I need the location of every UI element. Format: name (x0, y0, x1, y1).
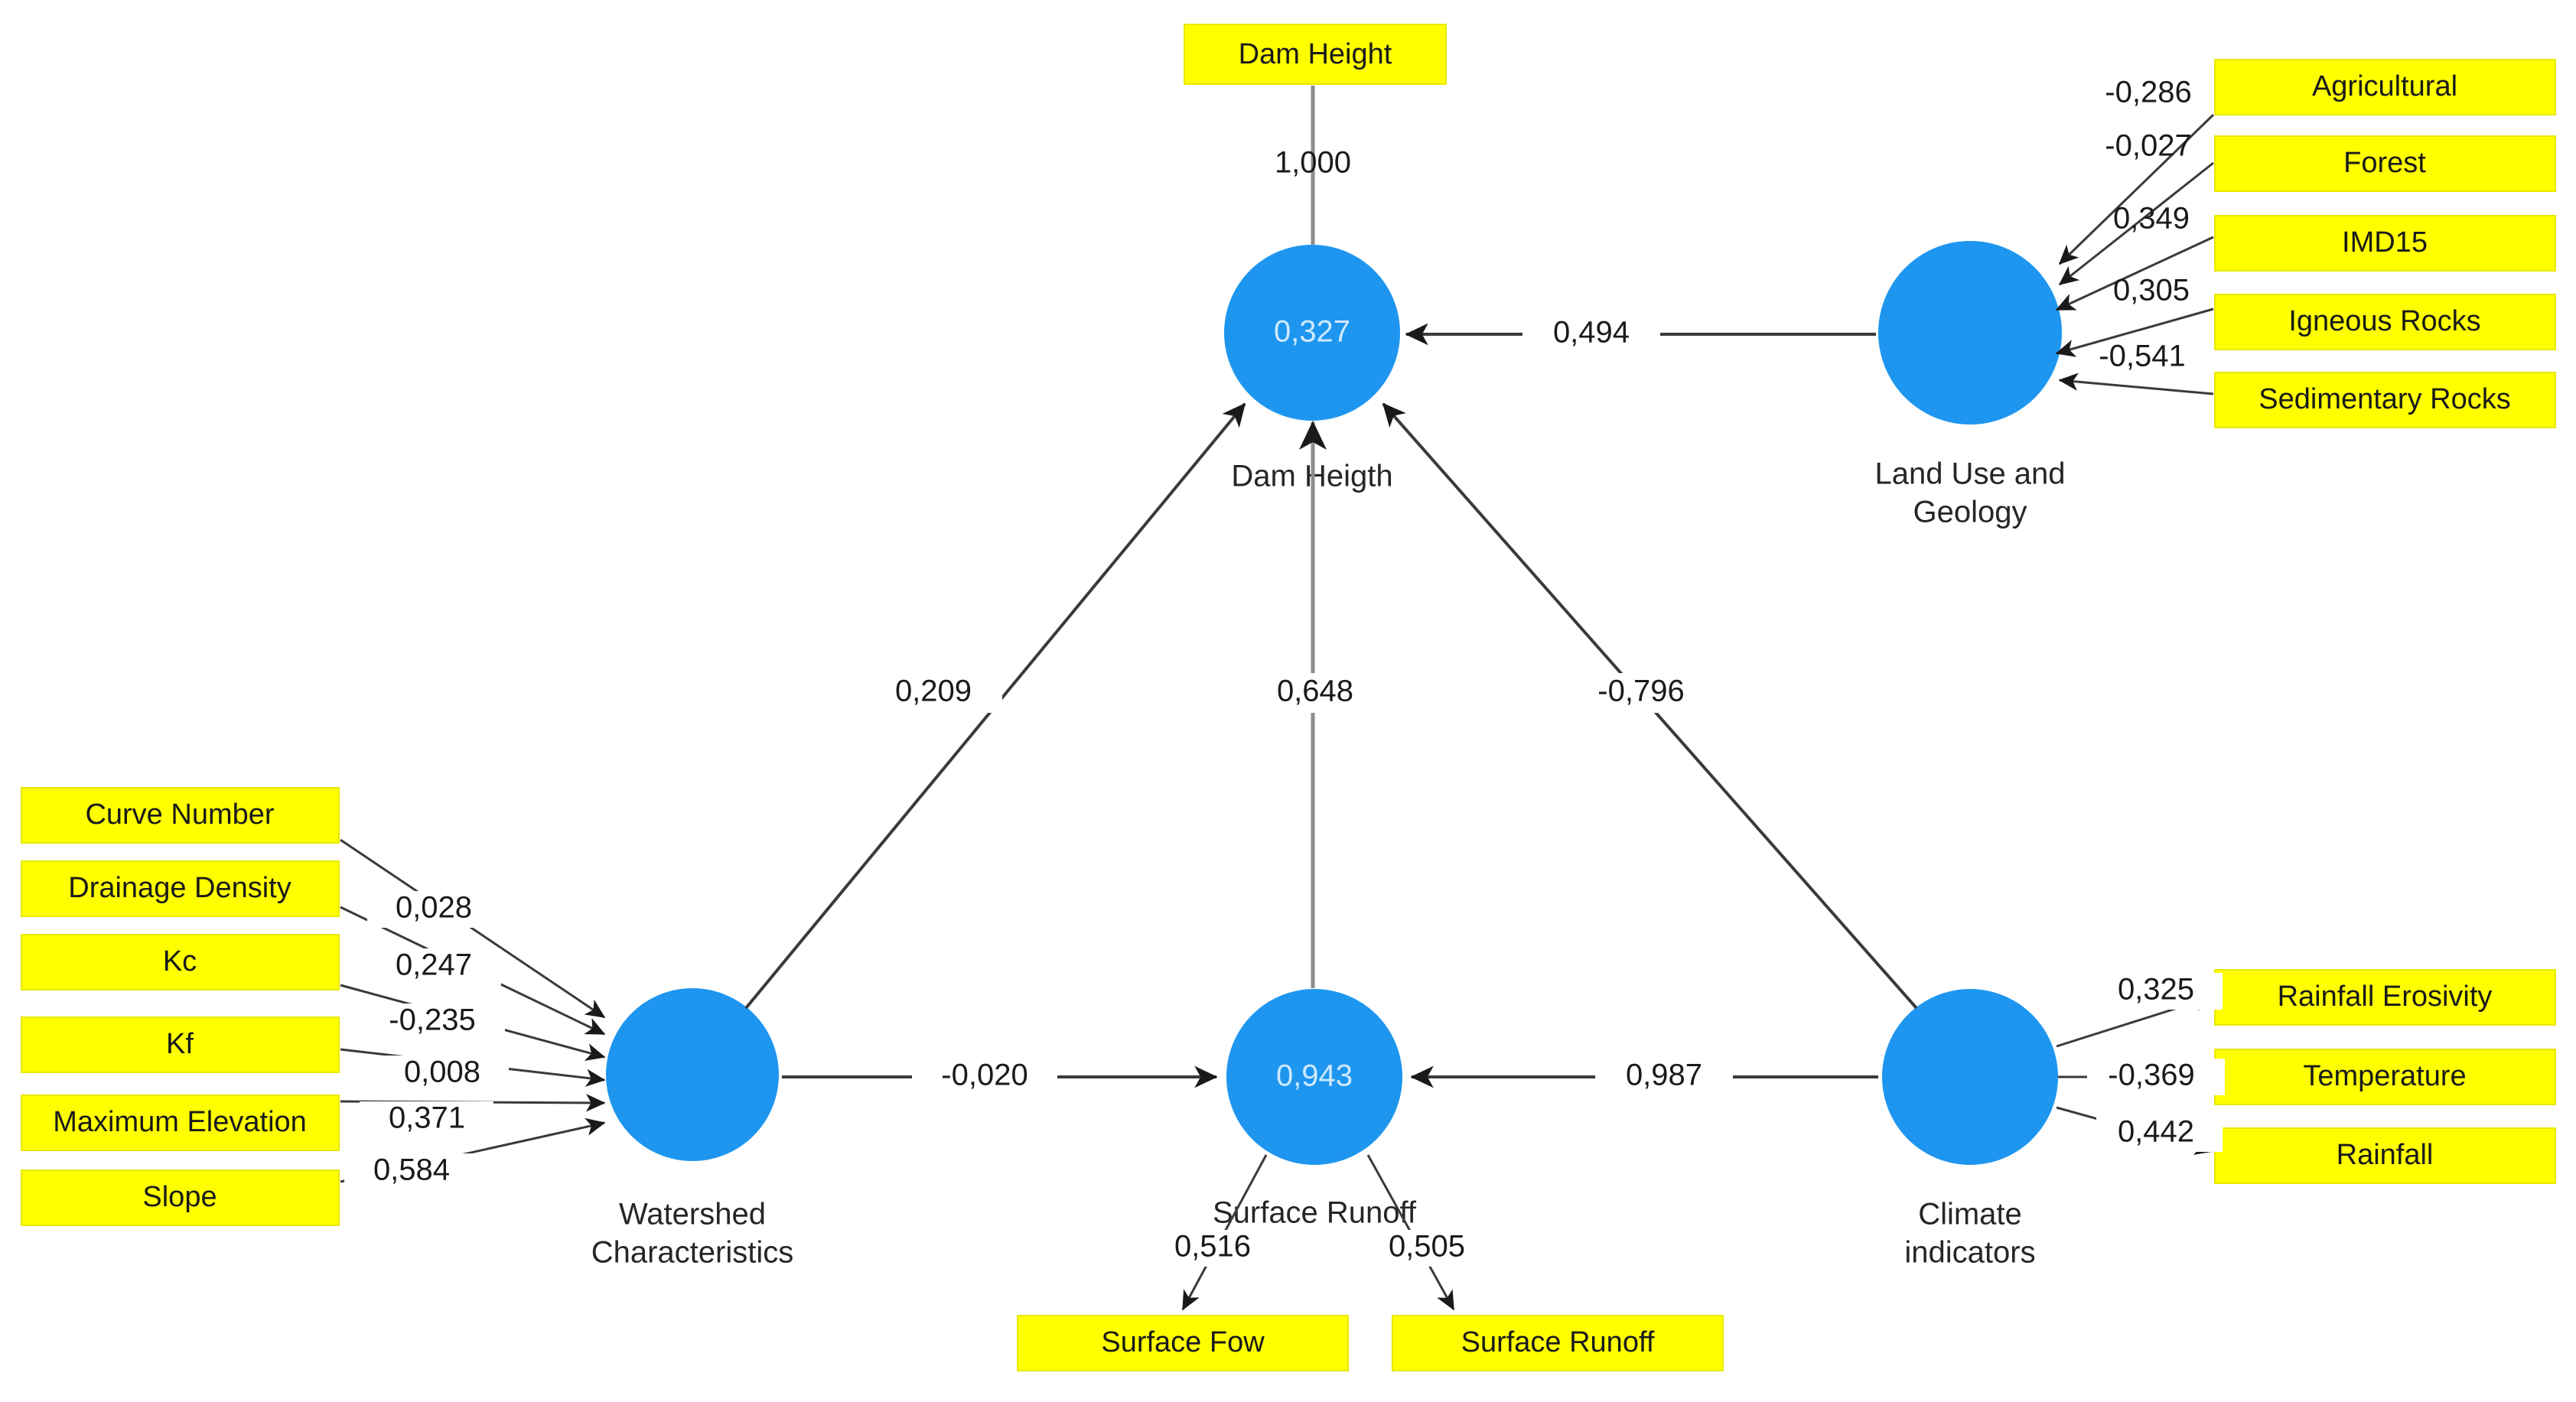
indicator-label-drainage-density: Drainage Density (68, 872, 291, 904)
indicator-label-rainfall: Rainfall (2337, 1139, 2434, 1171)
edge-curve-number-to-watershed (340, 838, 606, 1019)
coef-bg-kf (375, 1056, 509, 1092)
coef-slope: 0,584 (373, 1153, 450, 1187)
coef-rainfall: 0,442 (2118, 1115, 2194, 1149)
indicator-label-rainfall-erosivity: Rainfall Erosivity (2278, 981, 2493, 1013)
construct-circle-watershed[interactable] (606, 988, 779, 1161)
indicator-box-maximum-elevation[interactable] (21, 1095, 340, 1151)
coef-curve-number: 0,028 (396, 891, 472, 925)
indicator-box-surface-runoff[interactable] (1392, 1315, 1724, 1371)
coef-bg-kc (360, 1004, 505, 1040)
construct-label-watershed-line1: Watershed (619, 1198, 766, 1231)
indicator-box-drainage-density[interactable] (21, 860, 340, 917)
coef-bg-slope (344, 1153, 478, 1190)
coef-bg-dd (367, 948, 501, 985)
coef-climate-to-surface-runoff: 0,987 (1626, 1059, 1702, 1092)
indicator-label-kf: Kf (166, 1028, 194, 1060)
indicator-box-surface-fow[interactable] (1017, 1315, 1349, 1371)
coef-kf: 0,008 (404, 1056, 480, 1089)
indicator-label-imd15: IMD15 (2342, 226, 2428, 259)
indicator-label-igneous-rocks: Igneous Rocks (2288, 305, 2480, 337)
coef-imd15: 0,349 (2113, 202, 2190, 236)
r2-value-surface-runoff: 0,943 (1276, 1059, 1353, 1093)
edge-sedimentary-to-land-use (2058, 372, 2214, 395)
coef-bg-w-dh (865, 673, 1002, 713)
coef-sedimentary-rocks: -0,541 (2099, 340, 2185, 373)
indicator-box-dam-height[interactable] (1184, 24, 1447, 85)
coef-surface-runoff-ind: 0,505 (1389, 1230, 1465, 1264)
indicator-label-surface-runoff: Surface Runoff (1461, 1326, 1655, 1358)
construct-label-surface-runoff: Surface Runoff (1213, 1196, 1417, 1230)
edge-agricultural-to-land-use (2058, 113, 2215, 265)
indicator-box-rainfall[interactable] (2214, 1127, 2556, 1184)
coef-kc: -0,235 (389, 1004, 475, 1037)
indicator-label-temperature: Temperature (2303, 1060, 2466, 1092)
indicator-label-surface-fow: Surface Fow (1101, 1326, 1265, 1358)
coef-temperature: -0,369 (2108, 1059, 2194, 1092)
indicator-box-slope[interactable] (21, 1169, 340, 1226)
coef-land-use-to-dam-height: 0,494 (1553, 316, 1630, 350)
coef-forest: -0,027 (2105, 129, 2191, 163)
construct-label-land-use-line1: Land Use and (1874, 457, 2065, 491)
edge-forest-to-land-use (2058, 161, 2214, 286)
coef-watershed-to-dam-height: 0,209 (895, 675, 972, 708)
indicator-box-forest[interactable] (2214, 135, 2556, 192)
indicator-label-dam-height: Dam Height (1239, 38, 1392, 70)
coef-watershed-to-surface-runoff: -0,020 (941, 1059, 1027, 1092)
construct-label-climate-line2: indicators (1904, 1236, 2035, 1270)
coef-bg-rain (2096, 1115, 2223, 1152)
indicator-label-slope: Slope (142, 1181, 217, 1213)
indicator-box-kf[interactable] (21, 1017, 340, 1073)
indicator-label-maximum-elevation: Maximum Elevation (53, 1106, 307, 1138)
coef-bg-sr-dh (1247, 673, 1383, 713)
indicator-box-curve-number[interactable] (21, 787, 340, 844)
construct-circle-surface-runoff[interactable] (1226, 989, 1402, 1165)
indicator-label-agricultural: Agricultural (2312, 70, 2457, 102)
indicator-box-sedimentary-rocks[interactable] (2214, 372, 2556, 428)
indicator-label-sedimentary-rocks: Sedimentary Rocks (2258, 383, 2510, 415)
edge-igneous-to-land-use (2055, 307, 2214, 357)
coef-rainfall-erosivity: 0,325 (2118, 973, 2194, 1007)
coef-bg-w-sr (912, 1058, 1057, 1096)
construct-label-climate-line1: Climate (1918, 1198, 2022, 1231)
indicator-box-igneous-rocks[interactable] (2214, 294, 2556, 350)
indicator-label-curve-number: Curve Number (85, 799, 274, 831)
construct-circle-land-use[interactable] (1878, 241, 2062, 425)
construct-circle-climate[interactable] (1882, 989, 2058, 1165)
construct-label-land-use-line2: Geology (1913, 496, 2027, 529)
coef-agricultural: -0,286 (2105, 76, 2191, 109)
indicator-label-forest: Forest (2343, 147, 2426, 179)
coef-bg-c-sr (1595, 1058, 1733, 1096)
indicator-box-imd15[interactable] (2214, 215, 2556, 272)
coef-surface-runoff-to-dam-height: 0,648 (1277, 675, 1353, 708)
coef-bg-cn (367, 891, 501, 928)
construct-circle-dam-height[interactable] (1224, 245, 1400, 421)
r2-value-dam-height: 0,327 (1274, 315, 1350, 349)
coef-maximum-elevation: 0,371 (389, 1101, 465, 1135)
coef-igneous-rocks: 0,305 (2113, 274, 2190, 307)
construct-label-watershed-line2: Characteristics (591, 1236, 794, 1270)
coef-bg-c-dh (1568, 673, 1714, 713)
coef-bg-re (2096, 973, 2223, 1010)
coef-drainage-density: 0,247 (396, 948, 472, 982)
indicator-box-kc[interactable] (21, 934, 340, 991)
coef-bg-temp (2087, 1059, 2225, 1095)
coef-surface-fow: 0,516 (1174, 1230, 1251, 1264)
coef-bg-me (360, 1101, 493, 1138)
indicator-label-kc: Kc (163, 945, 197, 977)
edge-imd15-to-land-use (2055, 236, 2214, 311)
coef-bg-sf (1148, 1230, 1278, 1267)
indicator-box-agricultural[interactable] (2214, 59, 2556, 115)
coef-climate-to-dam-height: -0,796 (1597, 675, 1684, 708)
coef-bg-land-use-dam (1522, 315, 1660, 353)
indicator-box-temperature[interactable] (2214, 1049, 2556, 1105)
coef-bg-sr (1362, 1230, 1492, 1267)
coef-dam-height-loading: 1,000 (1275, 146, 1351, 180)
